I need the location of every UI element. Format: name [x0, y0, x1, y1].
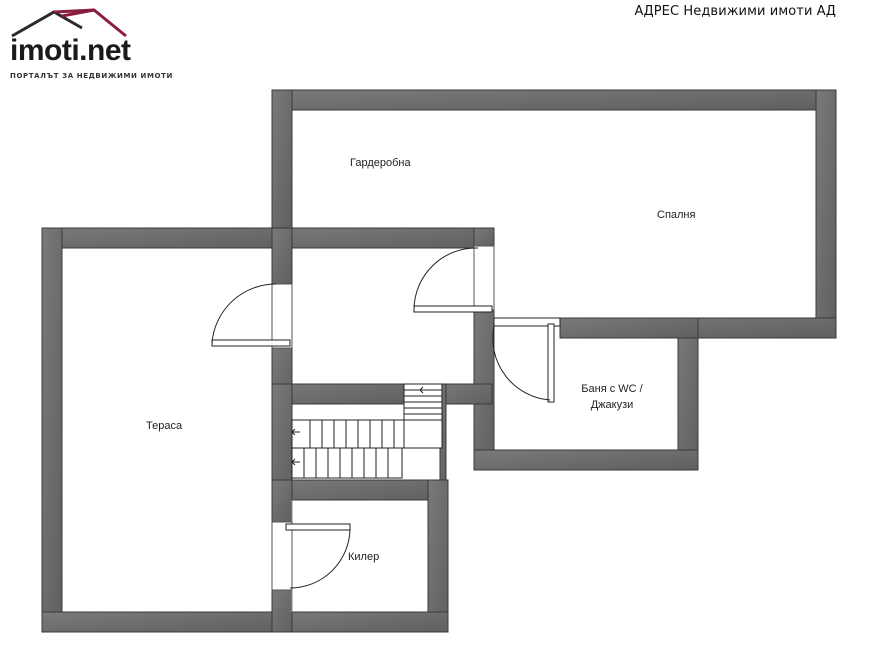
wall-hall-top: [271, 227, 495, 249]
wall-storage-left-upper: [271, 479, 293, 523]
room-label-wardrobe: Гардеробна: [350, 157, 411, 169]
wall-storage-top: [271, 479, 449, 501]
stair-arrowhead-icon: [419, 386, 424, 394]
door-storage[interactable]: [271, 521, 351, 591]
wall-bedroom-top: [271, 89, 837, 111]
logo-tagline: ПОРТАЛЪТ ЗА НЕДВИЖИМИ ИМОТИ: [10, 72, 173, 80]
wall-hall-right-upper: [473, 227, 495, 247]
wall-hall-left-upper: [271, 227, 293, 285]
wall-bath-right: [677, 319, 699, 471]
agency-name: АДРЕС Недвижими имоти АД: [634, 4, 836, 19]
room-label-terrace: Тераса: [146, 420, 183, 432]
wall-storage-left-lower: [271, 589, 293, 633]
wall-terrace-bottom: [41, 611, 295, 633]
room-label-bathroom-line2: Джакузи: [591, 399, 634, 411]
staircase: [291, 383, 443, 479]
wall-storage-bottom: [271, 611, 449, 633]
stair-arrowhead-icon: [291, 458, 296, 466]
door-bathroom[interactable]: [492, 317, 561, 403]
stair-treads-lower: [303, 448, 389, 478]
wall-terrace-left: [41, 227, 63, 633]
wall-terrace-top: [41, 227, 295, 249]
wall-bath-top: [559, 317, 699, 339]
wall-bath-bottom: [473, 449, 699, 471]
door-hall-terrace[interactable]: [211, 283, 293, 349]
door-wardrobe[interactable]: [413, 245, 495, 313]
logo-wordmark: imoti.net: [10, 34, 131, 67]
stair-treads-middle: [309, 420, 405, 448]
walls: [41, 89, 837, 633]
stair-arrowhead-icon: [291, 428, 296, 436]
room-label-bedroom: Спалня: [657, 209, 696, 221]
house-roof-icon: [11, 8, 127, 38]
wall-storage-right: [427, 479, 449, 633]
room-label-storage: Килер: [348, 551, 379, 563]
wall-bedroom-right: [815, 89, 837, 339]
wall-hall-bottom-right: [441, 383, 493, 405]
doors: [211, 245, 561, 591]
room-label-bathroom-line1: Баня с WC /: [581, 383, 643, 395]
imoti-logo[interactable]: imoti.net ПОРТАЛЪТ ЗА НЕДВИЖИМИ ИМОТИ: [8, 6, 172, 84]
wall-bedroom-left: [271, 89, 293, 231]
